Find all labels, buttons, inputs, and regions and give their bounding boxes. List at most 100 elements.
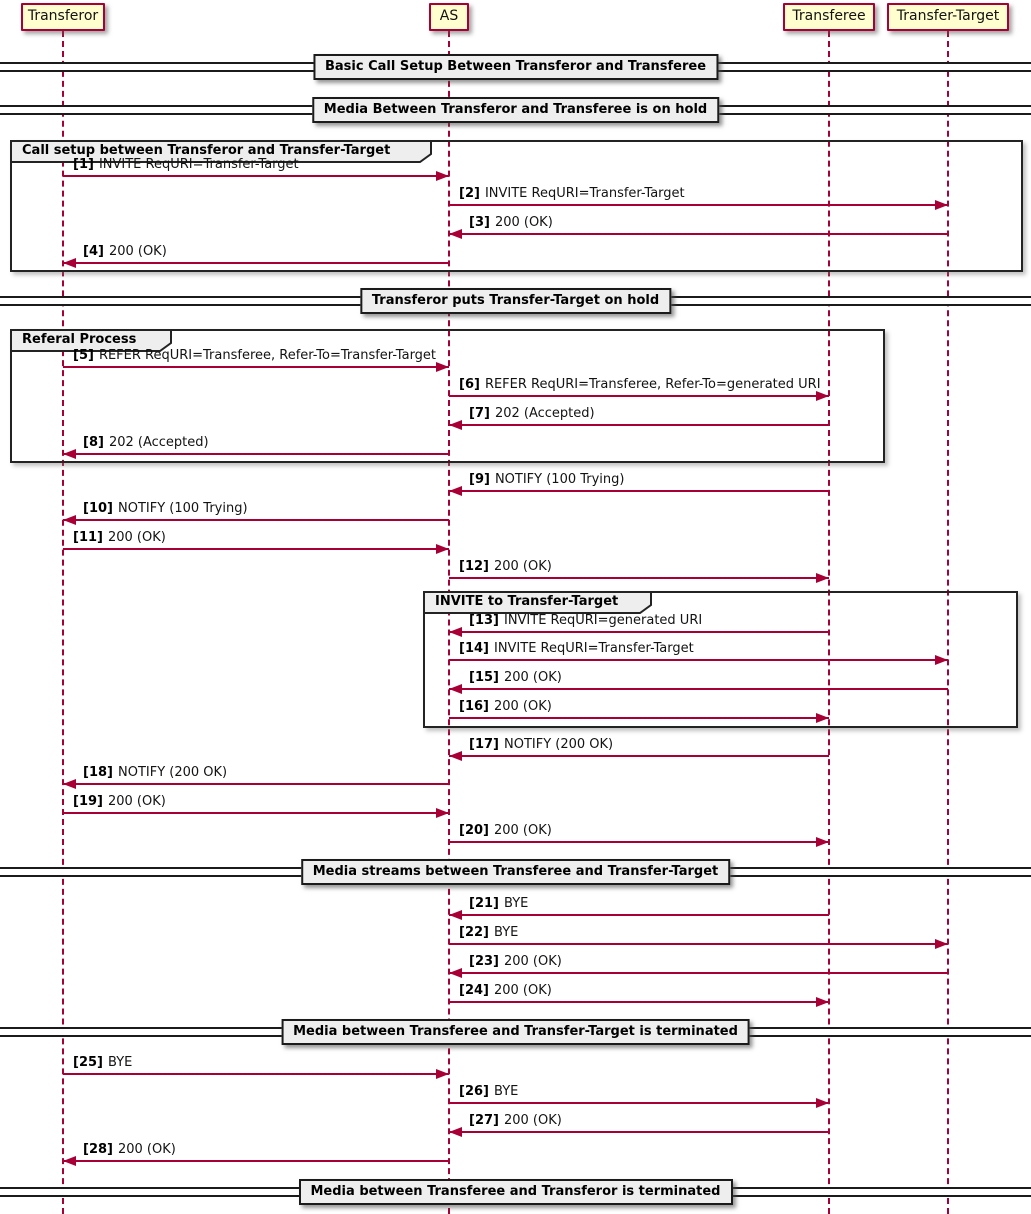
- arrowhead: [449, 751, 462, 761]
- arrowhead: [63, 515, 76, 525]
- message-text: BYE: [107, 1055, 133, 1070]
- arrowhead: [449, 968, 462, 978]
- message-line: [449, 841, 829, 843]
- message-seq: [13]: [469, 613, 499, 628]
- message-label: [20] 200 (OK): [459, 823, 552, 839]
- participant-transfer-target: Transfer-Target: [887, 3, 1009, 31]
- message-seq: [4]: [83, 244, 104, 259]
- divider-label: Media streams between Transferee and Tra…: [300, 859, 731, 885]
- arrowhead: [449, 1127, 462, 1137]
- message-line: [449, 204, 948, 206]
- message-label: [9]NOTIFY (100 Trying): [469, 472, 624, 488]
- message-text: INVITE ReqURI=Transfer-Target: [493, 641, 694, 656]
- lifeline-transfer-target: [947, 31, 949, 1214]
- arrowhead: [63, 1156, 76, 1166]
- arrowhead: [816, 713, 829, 723]
- message-label: [7] 202 (Accepted): [469, 406, 595, 422]
- group-tab: [10, 329, 172, 352]
- message-text: 200 (OK): [493, 559, 552, 574]
- message-line: [449, 577, 829, 579]
- message-line: [449, 424, 829, 426]
- message-label: [13] INVITE ReqURI=generated URI: [469, 613, 702, 629]
- message-text: REFER ReqURI=Transferee, Refer-To=genera…: [484, 377, 821, 392]
- message-line: [449, 914, 829, 916]
- participant-as: AS: [429, 3, 469, 31]
- message-text: INVITE ReqURI=generated URI: [503, 613, 703, 628]
- arrowhead: [449, 420, 462, 430]
- arrowhead: [816, 837, 829, 847]
- message-seq: [11]: [73, 530, 103, 545]
- group-label: Referal Process: [22, 332, 137, 347]
- message-text: 200 (OK): [107, 794, 166, 809]
- message-text: NOTIFY (200 OK): [503, 737, 614, 752]
- message-seq: [26]: [459, 1084, 489, 1099]
- arrowhead: [63, 258, 76, 268]
- message-line: [63, 783, 449, 785]
- message-label: [11]200 (OK): [73, 530, 166, 546]
- message-text: INVITE ReqURI=Transfer-Target: [98, 157, 299, 172]
- message-text: 200 (OK): [108, 244, 167, 259]
- group-label: INVITE to Transfer-Target: [435, 594, 619, 609]
- message-seq: [24]: [459, 983, 489, 998]
- message-line: [449, 1001, 829, 1003]
- arrowhead: [449, 684, 462, 694]
- message-seq: [15]: [469, 670, 499, 685]
- message-text: 200 (OK): [493, 823, 552, 838]
- message-label: [25] BYE: [73, 1055, 132, 1071]
- message-line: [63, 519, 449, 521]
- group-label: Call setup between Transferor and Transf…: [22, 143, 391, 158]
- message-seq: [20]: [459, 823, 489, 838]
- group-frame: [423, 591, 1018, 728]
- message-seq: [7]: [469, 406, 490, 421]
- message-label: [28]200 (OK): [83, 1142, 176, 1158]
- message-label: [19]200 (OK): [73, 794, 166, 810]
- message-label: [15] 200 (OK): [469, 670, 562, 686]
- message-seq: [18]: [83, 765, 113, 780]
- message-seq: [14]: [459, 641, 489, 656]
- message-label: [23]200 (OK): [469, 954, 562, 970]
- message-text: BYE: [503, 896, 529, 911]
- message-label: [22]BYE: [459, 925, 518, 941]
- message-line: [449, 943, 948, 945]
- arrowhead: [816, 573, 829, 583]
- participant-transferor: Transferor: [21, 3, 105, 31]
- divider-label: Media between Transferee and Transferor …: [298, 1179, 733, 1205]
- message-seq: [27]: [469, 1113, 499, 1128]
- group-tab-shape: [423, 591, 652, 614]
- message-line: [449, 659, 948, 661]
- message-text: NOTIFY (200 OK): [117, 765, 228, 780]
- divider-label: Media Between Transferor and Transferee …: [311, 97, 720, 123]
- arrowhead: [935, 939, 948, 949]
- message-label: [5]REFER ReqURI=Transferee, Refer-To=Tra…: [73, 348, 436, 364]
- message-text: 202 (Accepted): [494, 406, 595, 421]
- message-label: [3]200 (OK): [469, 215, 553, 231]
- message-label: [14] INVITE ReqURI=Transfer-Target: [459, 641, 694, 657]
- message-line: [63, 262, 449, 264]
- arrowhead: [816, 391, 829, 401]
- message-text: NOTIFY (100 Trying): [494, 472, 625, 487]
- message-text: 200 (OK): [503, 670, 562, 685]
- arrowhead: [436, 808, 449, 818]
- message-label: [16] 200 (OK): [459, 699, 552, 715]
- message-seq: [8]: [83, 435, 104, 450]
- message-line: [63, 453, 449, 455]
- message-line: [63, 366, 449, 368]
- message-seq: [22]: [459, 925, 489, 940]
- message-seq: [1]: [73, 157, 94, 172]
- message-label: [1] INVITE ReqURI=Transfer-Target: [73, 157, 299, 173]
- message-seq: [16]: [459, 699, 489, 714]
- message-text: NOTIFY (100 Trying): [117, 501, 248, 516]
- message-text: 200 (OK): [503, 954, 562, 969]
- message-line: [449, 631, 829, 633]
- lifeline-as: [448, 31, 450, 1214]
- group-tab-shape: [10, 329, 172, 352]
- message-text: 200 (OK): [493, 699, 552, 714]
- arrowhead: [436, 544, 449, 554]
- message-seq: [5]: [73, 348, 94, 363]
- message-label: [17]NOTIFY (200 OK): [469, 737, 613, 753]
- message-seq: [2]: [459, 186, 480, 201]
- group-tab: [423, 591, 652, 614]
- message-seq: [25]: [73, 1055, 103, 1070]
- message-text: 200 (OK): [503, 1113, 562, 1128]
